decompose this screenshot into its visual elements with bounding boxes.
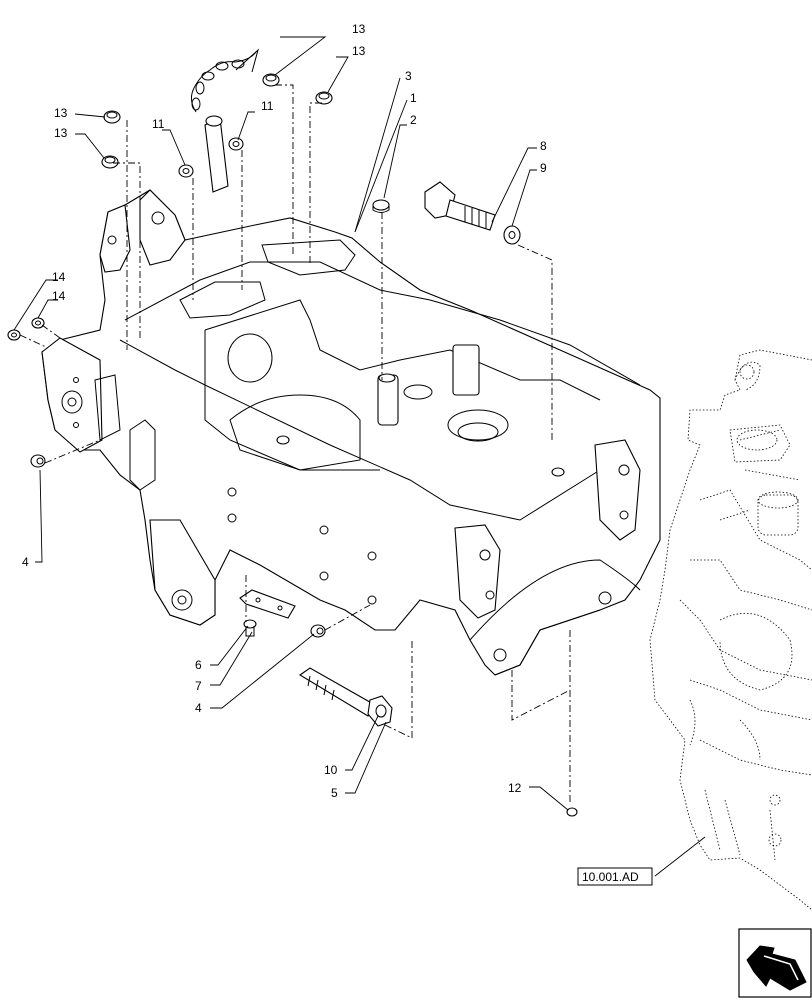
bolt-8	[424, 181, 496, 231]
callout-11: 11	[152, 117, 165, 131]
callout-10: 10	[324, 763, 338, 777]
callout-1: 1	[410, 91, 417, 105]
cap-13-left-upper	[103, 110, 121, 124]
callout-8: 8	[540, 139, 547, 153]
callout-labels: 13 13 13 13 11 11 3 1 2 8 9 14 14 4 6 7 …	[22, 22, 547, 800]
reference-label: 10.001.AD	[582, 870, 639, 884]
assembly-center-lines	[19, 84, 571, 805]
cap-13-top-far-right	[315, 91, 333, 105]
plug-4-lower	[310, 624, 326, 638]
callout-14: 14	[52, 270, 66, 284]
callout-13: 13	[54, 106, 68, 120]
callout-9: 9	[540, 161, 547, 175]
nut-5	[367, 695, 393, 727]
plug-4-left	[30, 454, 46, 468]
washer-9	[503, 225, 521, 245]
callout-14: 14	[52, 289, 66, 303]
callout-6: 6	[195, 658, 202, 672]
callout-3: 3	[405, 69, 412, 83]
plug-2	[372, 199, 390, 213]
plug-14-a	[7, 329, 21, 341]
front-support-casting	[41, 189, 661, 676]
leader-lines	[13, 36, 706, 877]
callout-13: 13	[352, 44, 366, 58]
callout-5: 5	[331, 786, 338, 800]
callout-4: 4	[195, 701, 202, 715]
bolt-10	[298, 667, 376, 717]
grommet-11-left	[178, 164, 194, 178]
callout-12: 12	[508, 781, 522, 795]
arrow-navigation-icon[interactable]	[738, 928, 812, 998]
plate-6	[239, 589, 296, 619]
callout-4: 4	[22, 555, 29, 569]
grommet-11-right	[228, 137, 244, 151]
callout-13: 13	[352, 22, 366, 36]
callout-7: 7	[195, 679, 202, 693]
reference-label-box[interactable]: 10.001.AD	[577, 867, 653, 886]
small-parts	[7, 48, 578, 817]
callout-2: 2	[410, 113, 417, 127]
plug-14-b	[31, 317, 45, 329]
cap-13-top-right	[262, 73, 280, 87]
cap-13-left-lower	[101, 155, 119, 169]
pin-with-chain	[190, 48, 259, 193]
callout-13: 13	[54, 126, 68, 140]
engine-reference-outline	[649, 349, 812, 911]
screw-7	[243, 619, 257, 637]
nut-12	[566, 807, 578, 817]
callout-11: 11	[261, 99, 274, 113]
